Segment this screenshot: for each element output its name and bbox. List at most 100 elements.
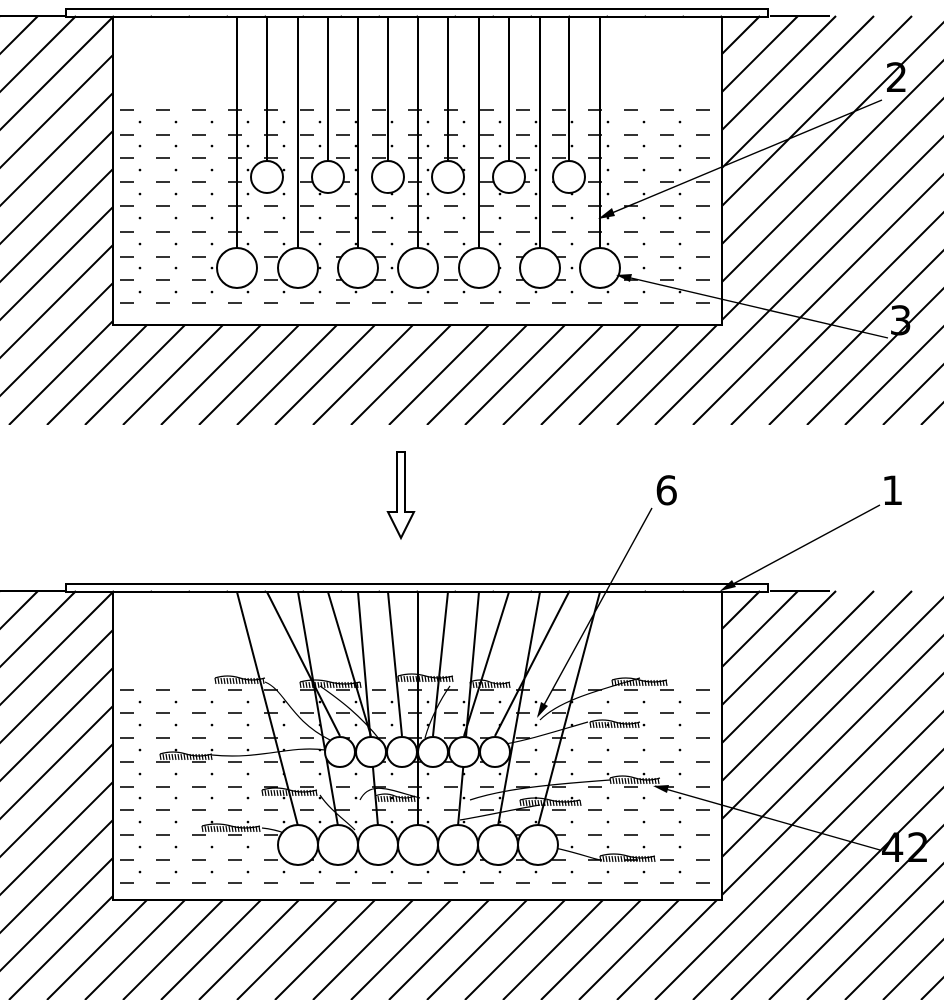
root-fiber: [543, 799, 546, 807]
root-fiber: [469, 681, 472, 689]
water-dot: [570, 796, 574, 800]
water-dot: [390, 723, 394, 727]
root-fiber: [234, 825, 237, 833]
root-tuft: [159, 751, 213, 761]
root-fiber: [273, 789, 276, 797]
root-fiber: [442, 675, 445, 683]
water-dot: [678, 266, 682, 270]
hatch-line: [844, 899, 944, 1000]
water-dot: [462, 796, 466, 800]
root-fiber: [410, 795, 413, 803]
root-fiber: [302, 681, 305, 689]
root-fiber: [631, 721, 634, 729]
root-fiber: [403, 675, 406, 683]
water-dot: [678, 796, 682, 800]
water-dot: [138, 723, 142, 727]
root-fiber: [335, 681, 338, 689]
root-fiber: [235, 677, 238, 685]
root-fiber: [285, 789, 288, 797]
root-fiber: [612, 777, 615, 785]
ball-small: [386, 736, 418, 768]
water-dot: [462, 723, 466, 727]
water-dot: [570, 723, 574, 727]
water-dot: [246, 242, 250, 246]
water-dot: [282, 820, 286, 824]
root-fiber: [567, 799, 570, 807]
root-fiber: [229, 677, 232, 685]
water-dot: [642, 266, 646, 270]
root-fiber: [636, 777, 639, 785]
water-dot: [570, 144, 574, 148]
root-fiber: [534, 799, 537, 807]
hatch-line: [0, 590, 77, 669]
water-dot: [570, 266, 574, 270]
root-fiber: [389, 795, 392, 803]
water-dot: [210, 820, 214, 824]
root-fiber: [168, 753, 171, 761]
water-dot: [210, 796, 214, 800]
water-dot: [462, 820, 466, 824]
root-connector: [499, 721, 589, 746]
root-strand: [374, 793, 416, 799]
water-dot: [534, 144, 538, 148]
water-dot: [498, 290, 502, 294]
root-fiber: [210, 753, 213, 761]
root-fiber: [430, 675, 433, 683]
root-fiber: [244, 677, 247, 685]
hatch-line: [806, 861, 944, 1000]
root-fiber: [445, 675, 448, 683]
water-dot: [678, 820, 682, 824]
water-dot: [390, 820, 394, 824]
water-dot: [390, 772, 394, 776]
root-fiber: [564, 799, 567, 807]
water-dot: [606, 192, 610, 196]
water-dot: [246, 120, 250, 124]
water-dot: [174, 748, 178, 752]
root-fiber: [576, 799, 579, 807]
root-fiber: [620, 855, 623, 863]
root-fiber: [421, 675, 424, 683]
ball-small: [371, 160, 405, 194]
water-dot: [246, 796, 250, 800]
bottom-balls: [277, 736, 559, 866]
root-fiber: [614, 855, 617, 863]
water-dot: [246, 845, 250, 849]
water-dot: [210, 748, 214, 752]
root-fiber: [165, 753, 168, 761]
root-fiber: [499, 681, 502, 689]
ball-large: [519, 247, 561, 289]
water-dot: [642, 723, 646, 727]
root-connector: [264, 681, 331, 741]
ball-small: [324, 736, 356, 768]
water-dot: [210, 266, 214, 270]
rod-short: [432, 591, 449, 737]
root-fiber: [638, 855, 641, 863]
water-dot: [174, 290, 178, 294]
water-dot: [426, 216, 430, 220]
water-dot: [138, 870, 142, 874]
hatch-line: [654, 709, 944, 1000]
root-fiber: [232, 677, 235, 685]
root-fiber: [398, 795, 401, 803]
root-fiber: [256, 677, 259, 685]
root-fiber: [592, 721, 595, 729]
hatch-line: [768, 248, 944, 425]
root-fiber: [617, 679, 620, 687]
ball-small: [311, 160, 345, 194]
root-fiber: [186, 753, 189, 761]
hatch-line: [540, 20, 944, 425]
ball-small: [492, 160, 526, 194]
water-dot: [138, 192, 142, 196]
water-dot: [534, 168, 538, 172]
root-fiber: [276, 789, 279, 797]
hatch-line: [920, 400, 944, 425]
water-dot: [678, 168, 682, 172]
leader-line-6: [537, 507, 653, 717]
root-fiber: [635, 855, 638, 863]
root-fiber: [226, 677, 229, 685]
water-dot: [174, 796, 178, 800]
root-fiber: [162, 753, 165, 761]
root-fiber: [338, 681, 341, 689]
root-connector: [459, 804, 541, 821]
root-fiber: [525, 799, 528, 807]
